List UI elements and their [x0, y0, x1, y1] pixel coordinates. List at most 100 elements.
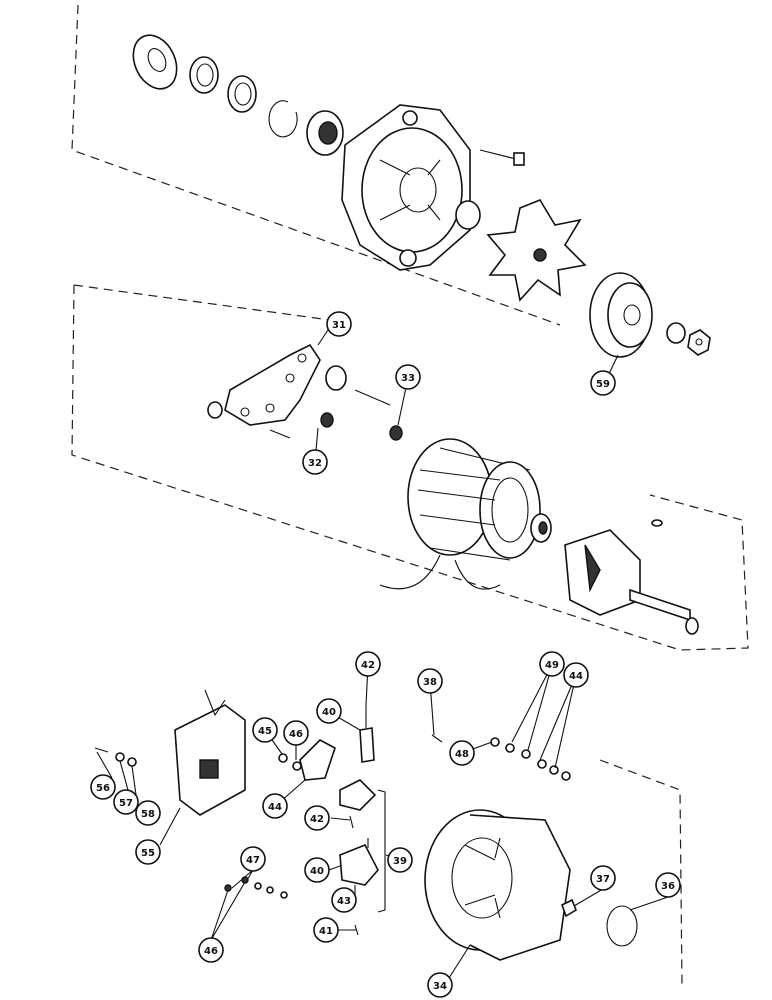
brush-upper — [359, 705, 375, 763]
brush-screw — [349, 815, 354, 829]
housing-plug-37 — [561, 898, 577, 918]
rear-bearing — [530, 513, 552, 543]
callout-41: 41 — [313, 917, 339, 943]
group-outline-middle — [71, 284, 749, 651]
callout-32: 32 — [302, 449, 328, 475]
callout-58: 58 — [135, 800, 161, 826]
rear-housing — [424, 809, 571, 961]
svg-text:59: 59 — [596, 379, 610, 390]
brush-holder-upper — [339, 779, 377, 811]
terminal-washers — [490, 737, 571, 781]
svg-text:45: 45 — [258, 726, 272, 737]
svg-text:44: 44 — [268, 802, 282, 813]
callout-38: 38 — [417, 668, 443, 694]
adjusting-bolt — [354, 389, 391, 406]
svg-text:48: 48 — [455, 749, 469, 760]
pulley-washer — [666, 322, 686, 344]
voltage-regulator — [174, 689, 246, 816]
callout-49: 49 — [539, 651, 565, 677]
rotor-spacer — [685, 617, 699, 635]
callout-33: 33 — [395, 364, 421, 390]
nut-33 — [389, 425, 403, 441]
seal-ring-2 — [227, 75, 257, 113]
o-ring-36 — [606, 905, 638, 947]
bushing-small — [207, 401, 223, 419]
stator-leads — [379, 554, 501, 590]
svg-text:32: 32 — [308, 458, 322, 469]
callout-44: 44 — [262, 793, 288, 819]
svg-text:46: 46 — [204, 946, 218, 957]
leader-lines — [96, 323, 669, 979]
svg-text:40: 40 — [322, 707, 336, 718]
svg-text:43: 43 — [337, 896, 351, 907]
callout-39: 39 — [387, 847, 413, 873]
bushing-large — [325, 365, 347, 391]
callout-40: 40 — [316, 698, 342, 724]
svg-text:57: 57 — [119, 798, 133, 809]
brush-pin — [354, 924, 359, 936]
group-outline-top — [71, 4, 561, 326]
callout-48: 48 — [449, 740, 475, 766]
svg-text:41: 41 — [319, 926, 333, 937]
nut-32 — [320, 412, 334, 428]
regulator-washer — [127, 757, 137, 767]
callout-31: 31 — [326, 311, 352, 337]
callout-47: 47 — [240, 846, 266, 872]
callout-42: 42 — [355, 651, 381, 677]
svg-text:47: 47 — [246, 855, 260, 866]
regulator-lockwasher — [115, 752, 125, 762]
callout-37: 37 — [590, 865, 616, 891]
svg-text:56: 56 — [96, 783, 110, 794]
svg-text:44: 44 — [569, 671, 583, 682]
stator — [407, 438, 541, 561]
callout-43: 43 — [331, 887, 357, 913]
terminal-hardware — [278, 753, 302, 771]
through-bolt — [479, 149, 525, 166]
brush-holder-lower — [339, 838, 379, 886]
svg-text:34: 34 — [433, 981, 447, 992]
snap-ring — [268, 100, 298, 138]
cooling-fan — [486, 199, 587, 302]
pulley-nut — [687, 329, 711, 356]
svg-text:58: 58 — [141, 809, 155, 820]
callout-46: 46 — [198, 937, 224, 963]
svg-text:49: 49 — [545, 660, 559, 671]
terminal-stud-38 — [431, 734, 443, 743]
svg-text:42: 42 — [310, 814, 324, 825]
callout-34: 34 — [427, 972, 453, 998]
callout-45: 45 — [252, 717, 278, 743]
svg-text:37: 37 — [596, 874, 610, 885]
callout-56: 56 — [90, 774, 116, 800]
spacer-sleeve — [455, 200, 481, 230]
mounting-bracket — [224, 343, 321, 426]
svg-text:33: 33 — [401, 373, 415, 384]
callout-59: 59 — [590, 370, 616, 396]
pulley — [589, 272, 653, 358]
callout-40: 40 — [304, 857, 330, 883]
svg-text:31: 31 — [332, 320, 346, 331]
front-washer — [132, 34, 178, 90]
bracket-bolt — [269, 429, 291, 439]
brush-holder-plate — [299, 739, 336, 781]
callout-55: 55 — [135, 839, 161, 865]
group-outline-bottom — [599, 759, 683, 986]
callout-46: 46 — [283, 720, 309, 746]
svg-text:40: 40 — [310, 866, 324, 877]
callout-36: 36 — [655, 872, 681, 898]
callout-44: 44 — [563, 662, 589, 688]
seal-ring-1 — [189, 56, 219, 94]
svg-text:55: 55 — [141, 848, 155, 859]
callout-42: 42 — [304, 805, 330, 831]
callout-57: 57 — [113, 789, 139, 815]
front-bearing — [306, 110, 344, 156]
rotor-key — [651, 519, 663, 527]
front-housing — [341, 104, 471, 271]
svg-text:42: 42 — [361, 660, 375, 671]
svg-text:36: 36 — [661, 881, 675, 892]
regulator-screw — [94, 747, 109, 753]
svg-text:46: 46 — [289, 729, 303, 740]
rotor — [564, 529, 691, 622]
svg-text:39: 39 — [393, 856, 407, 867]
brush-holder-bracket — [377, 789, 386, 913]
